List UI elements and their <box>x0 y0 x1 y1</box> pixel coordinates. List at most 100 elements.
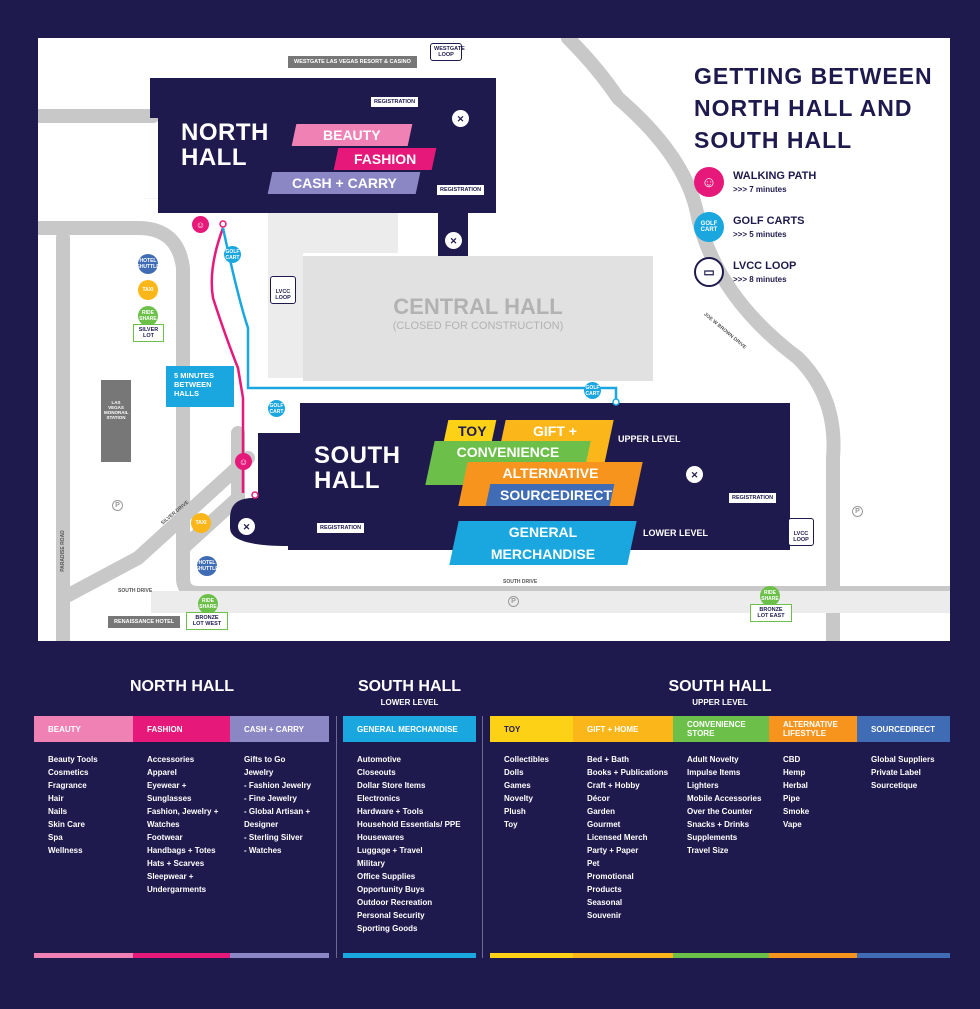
south-hall-lower-heading: SOUTH HALL LOWER LEVEL <box>357 678 462 707</box>
renaissance-hotel-tag: RENAISSANCE HOTEL <box>108 616 181 628</box>
dining-icon: ✕ <box>445 232 462 249</box>
category-sourcedirect: SOURCEDIRECT <box>857 716 950 742</box>
color-bar <box>343 953 476 958</box>
ribbon-toy: TOY <box>443 420 497 442</box>
south-drive-label: SOUTH DRIVE <box>118 588 153 594</box>
list-item: Party + Paper <box>587 846 639 855</box>
list-item: Promotional Products <box>587 872 634 894</box>
list-item: Military <box>357 859 386 868</box>
monorail-station-label: LAS VEGAS MONORAIL STATION <box>104 400 129 420</box>
list-item: Sourcetique <box>871 781 918 790</box>
list-item: Snacks + Drinks <box>687 820 750 829</box>
list-item: - Fine Jewelry <box>244 794 297 803</box>
north-hall-building <box>150 78 496 256</box>
central-hall-building <box>303 256 653 381</box>
list-item: Hardware + Tools <box>357 807 424 816</box>
list-item: Pet <box>587 859 600 868</box>
list-item: Electronics <box>357 794 401 803</box>
list-item: Footwear <box>147 833 183 842</box>
list-item: Adult Novelty <box>687 755 739 764</box>
list-item: Over the Counter <box>687 807 753 816</box>
list-item: Herbal <box>783 781 808 790</box>
color-bar <box>673 953 769 958</box>
dining-icon: ✕ <box>238 518 255 535</box>
category-convenience-store: CONVENIENCE STORE <box>673 716 769 742</box>
list-item: Pipe <box>783 794 800 803</box>
category-toy: TOY <box>490 716 573 742</box>
list-item: Closeouts <box>357 768 396 777</box>
list-item: Wellness <box>48 846 83 855</box>
color-bar <box>573 953 673 958</box>
list-item: Smoke <box>783 807 810 816</box>
bronze-lot-east-tag: BRONZE LOT EAST <box>750 604 792 622</box>
hotel-shuttle-icon: HOTEL SHUTTLE <box>136 254 160 274</box>
divider <box>482 716 483 958</box>
category-gift-home: GIFT + HOME <box>573 716 673 742</box>
list-item: Vape <box>783 820 802 829</box>
legend-golf-carts: GOLF CART GOLF CARTS>>> 5 minutes <box>694 212 805 242</box>
color-bar <box>34 953 133 958</box>
list-item: Books + Publications <box>587 768 669 777</box>
divider <box>336 716 337 958</box>
list-item: Outdoor Recreation <box>357 898 433 907</box>
registration-tag: REGISTRATION <box>370 96 420 108</box>
category-general-merchandise: GENERAL MERCHANDISE <box>343 716 476 742</box>
ride-share-icon: RIDE SHARE <box>198 594 218 614</box>
list-item: Spa <box>48 833 63 842</box>
golf-cart-stop-icon: GOLF CART <box>268 400 285 417</box>
lvcc-loop-tag: LVCC LOOP <box>788 518 814 546</box>
parking-icon: P <box>508 596 519 607</box>
silver-lot-tag: SILVER LOT <box>133 324 164 342</box>
category-fashion: FASHION <box>133 716 230 742</box>
central-hall-label: CENTRAL HALL (CLOSED FOR CONSTRUCTION) <box>392 294 564 332</box>
walking-icon: ☺ <box>192 216 209 233</box>
ride-share-icon: RIDE SHARE <box>760 586 780 606</box>
list-item: Housewares <box>357 833 405 842</box>
walking-icon: ☺ <box>235 453 252 470</box>
list-item: Hair <box>48 794 64 803</box>
list-item: Seasonal <box>587 898 623 907</box>
list-item: - Fashion Jewelry <box>244 781 312 790</box>
list-item: Cosmetics <box>48 768 89 777</box>
bronze-lot-west-tag: BRONZE LOT WEST <box>186 612 228 630</box>
list-item: Mobile Accessories <box>687 794 762 803</box>
hotel-shuttle-icon: HOTEL SHUTTLE <box>195 556 219 576</box>
golf-cart-stop-icon: GOLF CART <box>224 246 241 263</box>
taxi-icon: TAXI <box>138 280 158 300</box>
list-item: Gourmet <box>587 820 621 829</box>
ribbon-fashion: FASHION <box>333 148 437 170</box>
registration-tag: REGISTRATION <box>728 492 778 504</box>
list-item: Hats + Scarves <box>147 859 205 868</box>
list-item: Collectibles <box>504 755 549 764</box>
list-item: Sporting Goods <box>357 924 418 933</box>
list-item: - Sterling Silver <box>244 833 303 842</box>
lvcc-loop-tag: LVCC LOOP <box>270 276 296 304</box>
color-bar <box>230 953 329 958</box>
list-item: Dollar Store Items <box>357 781 426 790</box>
list-item: - Watches <box>244 846 282 855</box>
color-bar <box>769 953 857 958</box>
list-item: Office Supplies <box>357 872 416 881</box>
westgate-hotel-tag: WESTGATE LAS VEGAS RESORT & CASINO <box>288 56 417 68</box>
list-item: Beauty Tools <box>48 755 98 764</box>
list-item: Sleepwear + Undergarments <box>147 872 207 894</box>
registration-tag: REGISTRATION <box>316 522 366 534</box>
list-item: Bed + Bath <box>587 755 630 764</box>
list-item: Lighters <box>687 781 719 790</box>
list-item: Private Label <box>871 768 921 777</box>
color-bar <box>133 953 230 958</box>
ribbon-cash-carry: CASH + CARRY <box>267 172 421 194</box>
upper-level-label: UPPER LEVEL <box>618 434 681 444</box>
list-item: Toy <box>504 820 518 829</box>
list-item: Hemp <box>783 768 806 777</box>
parking-icon: P <box>112 500 123 511</box>
list-item: Gifts to Go <box>244 755 286 764</box>
